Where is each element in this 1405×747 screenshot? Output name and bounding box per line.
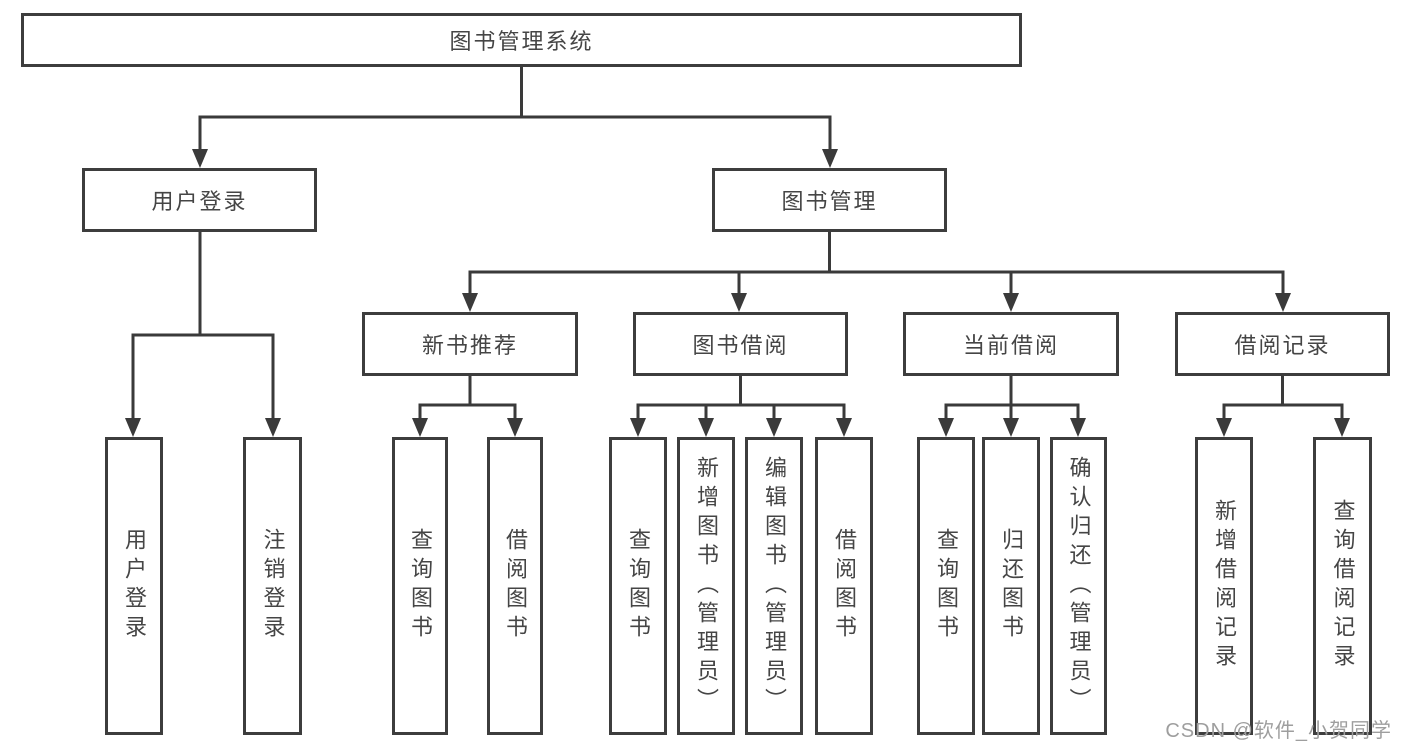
node-library-management-system: 图书管理系统 — [21, 13, 1022, 67]
leaf-borrow-books: 借阅图书 — [815, 437, 873, 735]
leaf-query-books-borrowing: 查询图书 — [609, 437, 667, 735]
leaf-query-books-current: 查询图书 — [917, 437, 975, 735]
node-new-book-recommend: 新书推荐 — [362, 312, 578, 376]
node-user-login: 用户登录 — [82, 168, 317, 232]
leaf-add-books-admin: 新增图书（管理员） — [677, 437, 735, 735]
leaf-return-books: 归还图书 — [982, 437, 1040, 735]
node-book-borrowing: 图书借阅 — [633, 312, 848, 376]
csdn-watermark: CSDN @软件_小贺同学 — [1165, 720, 1392, 742]
node-book-management: 图书管理 — [712, 168, 947, 232]
leaf-query-books-recommend: 查询图书 — [392, 437, 448, 735]
leaf-user-login: 用户登录 — [105, 437, 163, 735]
leaf-logout: 注销登录 — [243, 437, 302, 735]
leaf-edit-books-admin: 编辑图书（管理员） — [745, 437, 803, 735]
leaf-query-borrow-record: 查询借阅记录 — [1313, 437, 1372, 735]
node-current-borrowing: 当前借阅 — [903, 312, 1119, 376]
leaf-add-borrow-record: 新增借阅记录 — [1195, 437, 1253, 735]
leaf-borrow-books-recommend: 借阅图书 — [487, 437, 543, 735]
node-borrowing-records: 借阅记录 — [1175, 312, 1390, 376]
leaf-confirm-return-admin: 确认归还（管理员） — [1050, 437, 1107, 735]
